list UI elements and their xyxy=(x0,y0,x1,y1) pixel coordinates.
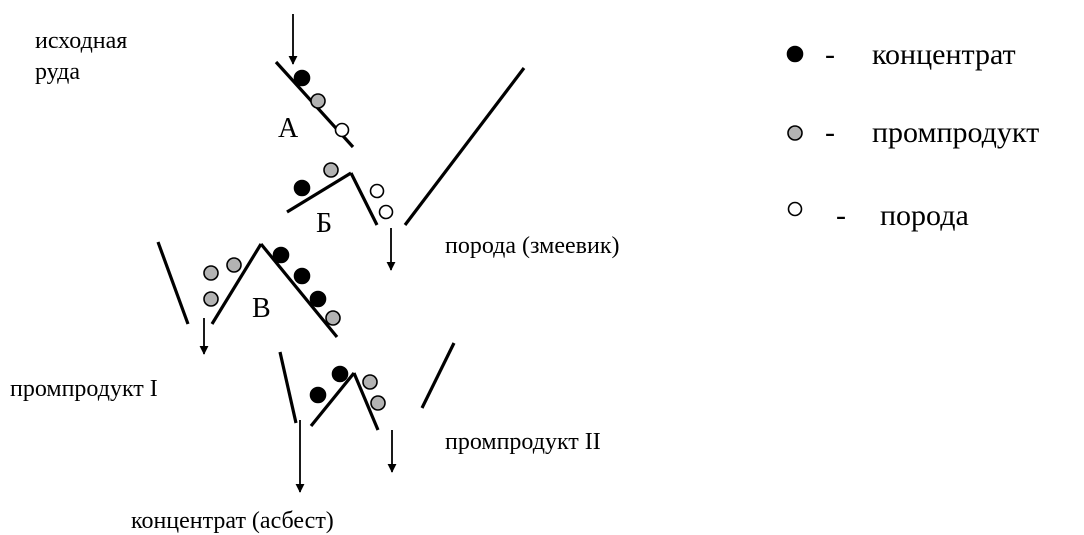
stage-b-label: Б xyxy=(316,208,332,239)
middling-2-label: промпродукт II xyxy=(445,429,601,455)
plate-g-left xyxy=(309,371,356,428)
middling-particle xyxy=(325,310,341,326)
concentrate-particle xyxy=(331,365,349,383)
concentrate-output-label: концентрат (асбест) xyxy=(131,508,334,534)
middling-particle xyxy=(362,374,378,390)
rock-particle xyxy=(334,122,350,138)
plate-g-left-deflector xyxy=(278,351,298,424)
concentrate-particle xyxy=(293,69,311,87)
rock-particle xyxy=(378,204,394,220)
stage-v-label: В xyxy=(252,293,271,324)
middling-particle xyxy=(203,291,219,307)
legend: - концентрат - промпродукт - порода xyxy=(786,38,1039,232)
concentrate-particle xyxy=(272,246,290,264)
legend-item-rock: - порода xyxy=(787,199,969,232)
plate-b-right xyxy=(349,172,379,226)
legend-item-concentrate: - концентрат xyxy=(786,38,1016,71)
middling-particle xyxy=(323,162,339,178)
plate-g-right xyxy=(352,372,380,431)
plate-b-deflector xyxy=(403,67,526,226)
gray-dot-icon xyxy=(787,125,803,141)
middling-particle xyxy=(203,265,219,281)
legend-label-rock: порода xyxy=(880,199,969,232)
rock-output-label: порода (змеевик) xyxy=(445,233,619,259)
middling-particle xyxy=(310,93,326,109)
plate-v-left-deflector xyxy=(156,241,190,325)
concentrate-particle xyxy=(309,290,327,308)
plate-b-left xyxy=(286,171,352,214)
middling-particle xyxy=(370,395,386,411)
legend-label-middling: промпродукт xyxy=(872,116,1039,149)
concentrate-particle xyxy=(293,179,311,197)
black-dot-icon xyxy=(786,45,804,63)
plate-g-right-deflector xyxy=(420,342,456,409)
legend-label-concentrate: концентрат xyxy=(872,38,1016,71)
legend-item-middling: - промпродукт xyxy=(787,116,1039,149)
plate-v-right xyxy=(259,242,339,339)
concentrate-particle xyxy=(309,386,327,404)
plate-v-left xyxy=(210,243,263,325)
middling-particle xyxy=(226,257,242,273)
white-dot-icon xyxy=(787,201,803,217)
legend-dash: - xyxy=(836,199,846,232)
input-ore-label-line2: руда xyxy=(35,59,80,85)
legend-dash: - xyxy=(825,116,835,149)
rock-particle xyxy=(369,183,385,199)
input-ore-label-line1: исходная xyxy=(35,28,127,54)
legend-dash: - xyxy=(825,38,835,71)
middling-1-label: промпродукт I xyxy=(10,376,158,402)
stage-a-label: А xyxy=(278,113,299,144)
concentrate-particle xyxy=(293,267,311,285)
